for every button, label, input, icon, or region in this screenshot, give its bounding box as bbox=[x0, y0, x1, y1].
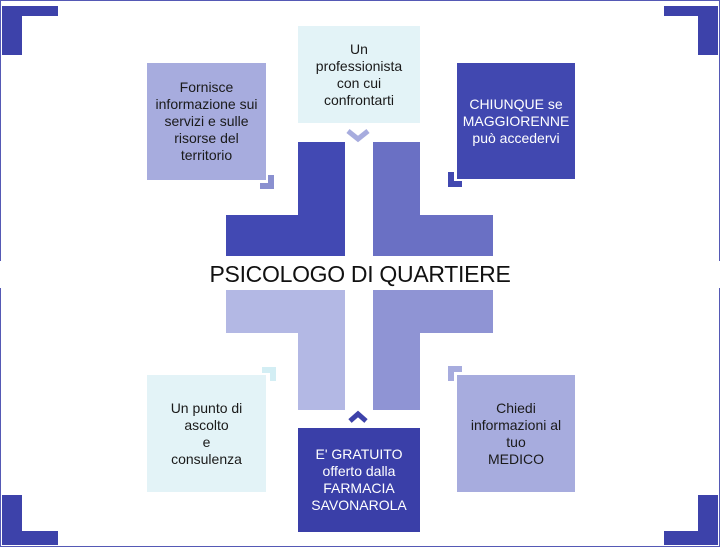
cross-quadrant-top-left bbox=[226, 142, 345, 256]
chevron-down-icon bbox=[346, 129, 370, 143]
box-top-left: Fornisce informazione sui servizi e sull… bbox=[147, 63, 266, 180]
box-top-right: CHIUNQUE se MAGGIORENNE può accedervi bbox=[457, 63, 575, 179]
chevron-up-icon bbox=[348, 410, 368, 423]
box-bottom-right: Chiedi informazioni al tuo MEDICO bbox=[457, 375, 575, 492]
box-top-right-text: CHIUNQUE se MAGGIORENNE può accedervi bbox=[462, 95, 570, 146]
diagram-title-text: PSICOLOGO DI QUARTIERE bbox=[207, 261, 513, 287]
corner-bracket-top-right bbox=[664, 6, 718, 55]
cross-quadrant-bottom-left bbox=[226, 290, 345, 410]
corner-bracket-top-left bbox=[2, 6, 58, 55]
diagram-title: PSICOLOGO DI QUARTIERE bbox=[0, 261, 720, 288]
box-top-left-text: Fornisce informazione sui servizi e sull… bbox=[155, 79, 258, 163]
cross-quadrant-top-right bbox=[373, 142, 493, 256]
box-bottom-left-text: Un punto di ascolto e consulenza bbox=[170, 399, 243, 467]
marker-bottom-right bbox=[448, 366, 462, 381]
marker-bottom-left bbox=[262, 367, 276, 381]
marker-top-right bbox=[448, 172, 462, 187]
corner-bracket-bottom-right bbox=[664, 495, 718, 545]
cross-quadrant-bottom-right bbox=[373, 290, 493, 410]
box-top-center: Un professionista con cui confrontarti bbox=[298, 26, 420, 123]
corner-bracket-bottom-left bbox=[2, 495, 58, 545]
marker-top-left bbox=[260, 175, 274, 189]
box-bottom-center: E' GRATUITO offerto dalla FARMACIA SAVON… bbox=[298, 428, 420, 532]
box-bottom-center-text: E' GRATUITO offerto dalla FARMACIA SAVON… bbox=[311, 446, 407, 513]
box-bottom-left: Un punto di ascolto e consulenza bbox=[147, 375, 266, 492]
box-bottom-right-text: Chiedi informazioni al tuo MEDICO bbox=[470, 399, 562, 467]
box-top-center-text: Un professionista con cui confrontarti bbox=[315, 40, 403, 108]
